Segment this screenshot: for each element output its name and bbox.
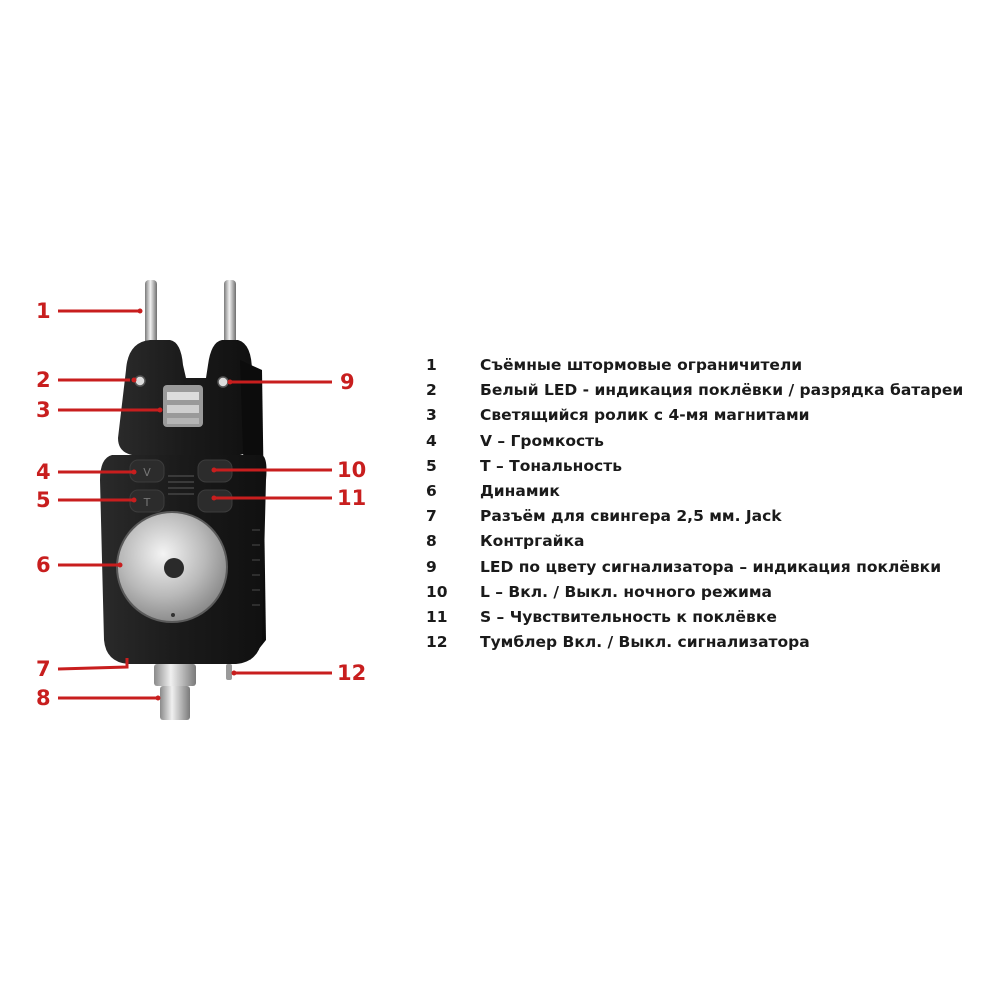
callout-number: 5 — [36, 488, 51, 512]
sensitivity-button[interactable] — [197, 489, 233, 513]
power-toggle[interactable] — [226, 664, 232, 680]
legend-item: 8 Контргайка — [426, 529, 986, 554]
legend-item: 5 T – Тональность — [426, 454, 986, 479]
legend-text: Контргайка — [480, 532, 585, 551]
storm-limiter-rods — [145, 280, 236, 348]
legend-item: 9 LED по цвету сигнализатора – индикация … — [426, 555, 986, 580]
legend-text: Разъём для свингера 2,5 мм. Jack — [480, 507, 782, 526]
legend-number: 3 — [426, 406, 437, 425]
swinger-jack-connector — [154, 664, 196, 720]
legend-text: Белый LED - индикация поклёвки / разрядк… — [480, 381, 964, 400]
tone-button[interactable]: T — [129, 489, 165, 513]
callout-number: 1 — [36, 299, 51, 323]
legend-text: Съёмные штормовые ограничители — [480, 356, 803, 374]
speaker-grille — [168, 475, 194, 495]
legend-number: 6 — [426, 481, 437, 500]
legend-number: 5 — [426, 456, 437, 475]
callout-number: 7 — [36, 657, 51, 681]
callout-number: 2 — [36, 368, 51, 392]
legend-number: 12 — [426, 633, 448, 652]
white-led-icon — [134, 375, 146, 387]
svg-text:T: T — [143, 496, 151, 509]
speaker — [116, 511, 228, 623]
legend-number: 1 — [426, 356, 437, 374]
legend-number: 4 — [426, 431, 437, 450]
callout-number: 11 — [337, 486, 366, 510]
legend-number: 7 — [426, 507, 437, 526]
callout-number: 12 — [337, 661, 366, 685]
legend-number: 10 — [426, 582, 448, 601]
legend-text: Светящийся ролик с 4-мя магнитами — [480, 406, 810, 425]
legend-item: 1 Съёмные штормовые ограничители — [426, 353, 986, 378]
legend-item: 4 V – Громкость — [426, 429, 986, 454]
legend-item: 3 Светящийся ролик с 4-мя магнитами — [426, 403, 986, 428]
legend-list: 1 Съёмные штормовые ограничители 2 Белый L… — [426, 353, 986, 655]
legend-text: S – Чувствительность к поклёвке — [480, 607, 777, 626]
legend-item: 2 Белый LED - индикация поклёвки / разряд… — [426, 378, 986, 403]
legend-text: Тумблер Вкл. / Выкл. сигнализатора — [480, 633, 810, 652]
legend-number: 8 — [426, 532, 437, 551]
legend-number: 2 — [426, 381, 437, 400]
callout-number: 10 — [337, 458, 366, 482]
legend-item: 10 L – Вкл. / Выкл. ночного режима — [426, 580, 986, 605]
legend-item: 11 S – Чувствительность к поклёвке — [426, 605, 986, 630]
illuminated-roller — [163, 385, 203, 427]
legend-text: LED по цвету сигнализатора – индикация п… — [480, 557, 942, 576]
callout-number: 8 — [36, 686, 51, 710]
callout-number: 9 — [340, 370, 355, 394]
callout-lines — [57, 309, 332, 700]
legend-item: 7 Разъём для свингера 2,5 мм. Jack — [426, 504, 986, 529]
svg-text:V: V — [143, 466, 151, 479]
callout-number: 3 — [36, 398, 51, 422]
legend-number: 11 — [426, 607, 448, 626]
legend-text: Динамик — [480, 481, 560, 500]
legend-item: 12 Тумблер Вкл. / Выкл. сигнализатора — [426, 630, 986, 655]
legend-text: L – Вкл. / Выкл. ночного режима — [480, 582, 772, 601]
callout-dots — [117, 308, 237, 701]
callout-number: 4 — [36, 460, 51, 484]
callout-number: 6 — [36, 553, 51, 577]
legend-number: 9 — [426, 557, 437, 576]
legend-text: V – Громкость — [480, 431, 604, 450]
legend-item: 6 Динамик — [426, 479, 986, 504]
legend-text: T – Тональность — [480, 456, 622, 475]
color-led-icon — [217, 376, 229, 388]
